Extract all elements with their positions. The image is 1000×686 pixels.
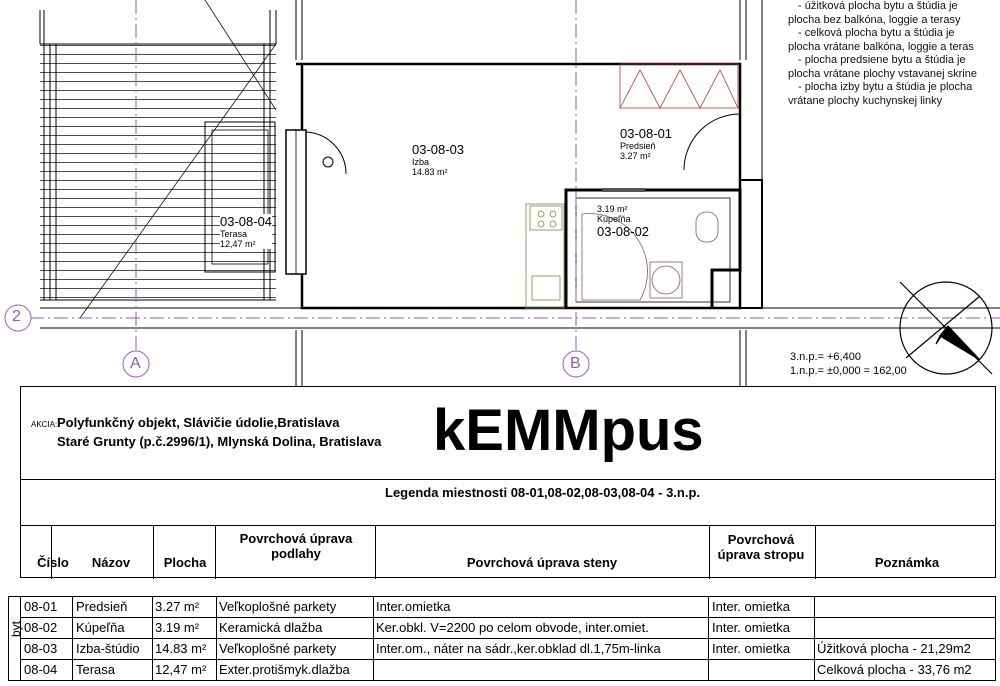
wardrobe xyxy=(619,63,739,109)
group-label-byt: byt xyxy=(9,621,23,638)
axis-lines xyxy=(30,0,1000,350)
legend-title: Legenda miestnosti 08-01,08-02,08-03,08-… xyxy=(385,485,701,500)
cell-poznamka: Celková plocha - 33,76 m2 xyxy=(817,662,972,677)
room-code: 03-08-01 xyxy=(620,126,673,141)
column-header-nazov: Názov xyxy=(91,555,131,570)
terrace-decking xyxy=(40,0,277,319)
note-line: plocha vrátane plochy vstavanej skrine xyxy=(788,67,977,80)
cell-podlaha: Keramická dlažba xyxy=(219,620,323,635)
axis-label-a: A xyxy=(130,355,141,372)
cell-strop: Inter. omietka xyxy=(712,620,791,635)
note-line: - úžitková plocha bytu a štúdia je xyxy=(798,0,958,12)
bathroom-fixtures xyxy=(581,211,719,301)
room-label-0802: 3.19 m² Kúpeľňa 03-08-02 xyxy=(597,204,649,239)
column-divider xyxy=(709,525,710,579)
cell-nazov: Predsieň xyxy=(76,599,128,614)
cell-nazov: Kúpeľňa xyxy=(76,620,125,635)
column-header-cislo: Číslo xyxy=(37,555,69,570)
note-line: vrátane plochy kuchynskej linky xyxy=(788,94,943,107)
room-name: Predsieň xyxy=(620,141,656,151)
cell-plocha: 12,47 m² xyxy=(155,662,207,677)
area-notes: - úžitková plocha bytu a štúdia je ploch… xyxy=(788,0,998,108)
note-line: plocha vrátane balkóna, loggie a teras xyxy=(788,40,974,53)
cell-nazov: Izba-štúdio xyxy=(76,641,140,656)
divider xyxy=(21,525,995,526)
cell-strop: Inter. omietka xyxy=(712,641,791,656)
elevation-info: 3.n.p.= +6,400 1.n.p.= ±0,000 = 162,00 xyxy=(790,350,907,378)
column-header-plocha: Plocha xyxy=(163,555,207,570)
cell-poznamka: Úžitková plocha - 21,29m2 xyxy=(817,641,971,656)
axis-markers xyxy=(4,304,590,378)
cell-podlaha: Veľkoplošné parkety xyxy=(219,641,337,656)
room-name: Kúpeľňa xyxy=(597,214,631,224)
door-swings xyxy=(305,113,741,175)
room-area: 14.83 m² xyxy=(412,167,448,177)
column-header-steny: Povrchová úprava steny xyxy=(466,555,618,570)
cell-cislo: 08-01 xyxy=(24,599,58,614)
divider xyxy=(21,479,995,480)
cell-plocha: 3.27 m² xyxy=(155,599,200,614)
title-block: AKCIA: Polyfunkčný objekt, Slávičie údol… xyxy=(20,386,996,579)
column-divider xyxy=(215,525,216,579)
cell-plocha: 14.83 m² xyxy=(155,641,207,656)
column-divider xyxy=(51,525,52,579)
room-area: 3.19 m² xyxy=(597,204,628,214)
note-line: - plocha izby bytu a štúdia je plocha xyxy=(798,81,973,93)
akcia-label: AKCIA: xyxy=(31,420,58,429)
cell-cislo: 08-02 xyxy=(24,620,58,635)
column-header-strop: Povrchová úprava stropu xyxy=(717,532,805,562)
cell-podlaha: Veľkoplošné parkety xyxy=(219,599,337,614)
cell-cislo: 08-03 xyxy=(24,641,58,656)
project-name-line2: Staré Grunty (p.č.2996/1), Mlynská Dolin… xyxy=(57,434,382,449)
elevation-line: 1.n.p.= ±0,000 = 162,00 xyxy=(790,365,907,377)
elevation-line: 3.n.p.= +6,400 xyxy=(790,351,861,363)
cell-podlaha: Exter.protišmyk.dlažba xyxy=(219,662,350,677)
room-area: 12,47 m² xyxy=(220,239,256,249)
room-label-0801: 03-08-01 Predsieň 3.27 m² xyxy=(620,126,672,161)
note-line: - celková plocha bytu a štúdia je xyxy=(798,27,955,39)
room-code: 03-08-03 xyxy=(412,142,465,157)
cell-cislo: 08-04 xyxy=(24,662,58,677)
axis-label-b: B xyxy=(570,355,581,372)
column-divider xyxy=(153,525,154,579)
cell-strop: Inter. omietka xyxy=(712,599,791,614)
room-name: Izba xyxy=(412,157,430,167)
cell-nazov: Terasa xyxy=(76,662,116,677)
cell-plocha: 3.19 m² xyxy=(155,620,200,635)
project-name-line1: Polyfunkčný objekt, Slávičie údolie,Brat… xyxy=(57,415,340,430)
room-code: 03-08-02 xyxy=(597,224,650,239)
room-area: 3.27 m² xyxy=(620,151,651,161)
floor-plan-drawing xyxy=(4,0,1000,386)
cell-steny: Inter.om., náter na sádr.,ker.obklad dl.… xyxy=(376,641,661,656)
walls xyxy=(40,62,1000,386)
note-line: - plocha predsiene bytu a štúdia je xyxy=(798,54,966,66)
room-code: 03-08-04 xyxy=(220,214,273,229)
column-divider xyxy=(815,525,816,579)
room-name: Terasa xyxy=(220,229,248,239)
kitchen-unit xyxy=(525,203,565,309)
room-label-0803: 03-08-03 Izba 14.83 m² xyxy=(412,142,464,177)
table-grid xyxy=(8,596,996,681)
north-arrow-icon xyxy=(899,281,993,375)
column-divider xyxy=(375,525,376,579)
room-label-0804: 03-08-04 Terasa 12,47 m² xyxy=(220,214,273,249)
axis-label-2: 2 xyxy=(12,308,21,325)
cell-steny: Ker.obkl. V=2200 po celom obvode, inter.… xyxy=(376,620,649,635)
column-header-podlaha: Povrchová úprava podlahy xyxy=(239,531,353,561)
column-header-poznamka: Poznámka xyxy=(874,555,940,570)
note-line: plocha bez balkóna, loggie a terasy xyxy=(788,13,961,26)
company-logo: kEMMpus xyxy=(433,398,704,463)
cell-steny: Inter.omietka xyxy=(376,599,451,614)
